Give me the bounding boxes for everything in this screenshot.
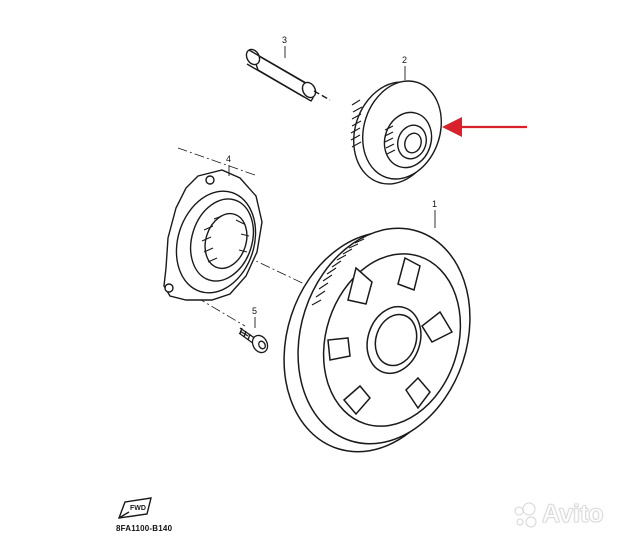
part-starter-gear — [283, 227, 471, 453]
forward-badge: FWD — [117, 497, 152, 519]
part-bolt — [238, 327, 269, 354]
avito-watermark: Avito — [512, 500, 604, 529]
part-number-4: 4 — [226, 154, 231, 164]
part-number-1: 1 — [432, 199, 437, 209]
avito-watermark-text: Avito — [542, 500, 604, 529]
reference-code: 8FA1100-B140 — [116, 524, 173, 533]
red-pointer-arrow — [442, 117, 527, 137]
part-idler-gear — [350, 80, 443, 185]
avito-logo-icon — [514, 502, 537, 527]
forward-badge-text: FWD — [130, 505, 146, 512]
part-starter-clutch — [163, 169, 263, 301]
part-number-3: 3 — [282, 35, 287, 45]
leader-lines — [228, 46, 436, 328]
part-number-2: 2 — [402, 55, 407, 65]
part-shaft — [245, 48, 331, 102]
part-number-5: 5 — [252, 306, 257, 316]
